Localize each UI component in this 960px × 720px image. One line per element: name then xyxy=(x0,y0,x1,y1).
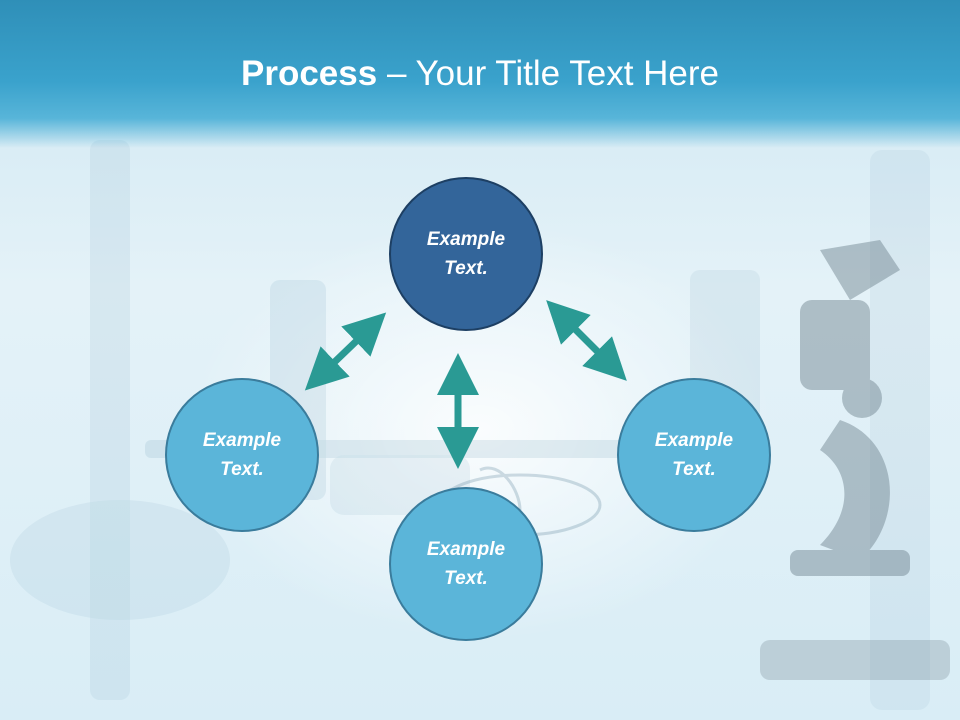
process-node-bottom-label: Example Text. xyxy=(426,539,506,589)
title-dash: – xyxy=(386,54,407,93)
slide-title: Process – Your Title Text Here xyxy=(0,52,960,96)
arrow-top-right xyxy=(546,300,627,381)
process-node-right[interactable]: Example Text. xyxy=(617,378,771,532)
title-bold-part: Process xyxy=(240,54,378,93)
process-node-top-label: Example Text. xyxy=(426,229,506,279)
process-node-left[interactable]: Example Text. xyxy=(165,378,319,532)
title-banner xyxy=(0,0,960,148)
process-node-left-label: Example Text. xyxy=(202,430,282,480)
title-rest-part: Your Title Text Here xyxy=(415,54,720,93)
process-node-top[interactable]: Example Text. xyxy=(389,177,543,331)
process-node-bottom[interactable]: Example Text. xyxy=(389,487,543,641)
arrow-top-left xyxy=(304,312,387,391)
process-node-right-label: Example Text. xyxy=(654,430,734,480)
